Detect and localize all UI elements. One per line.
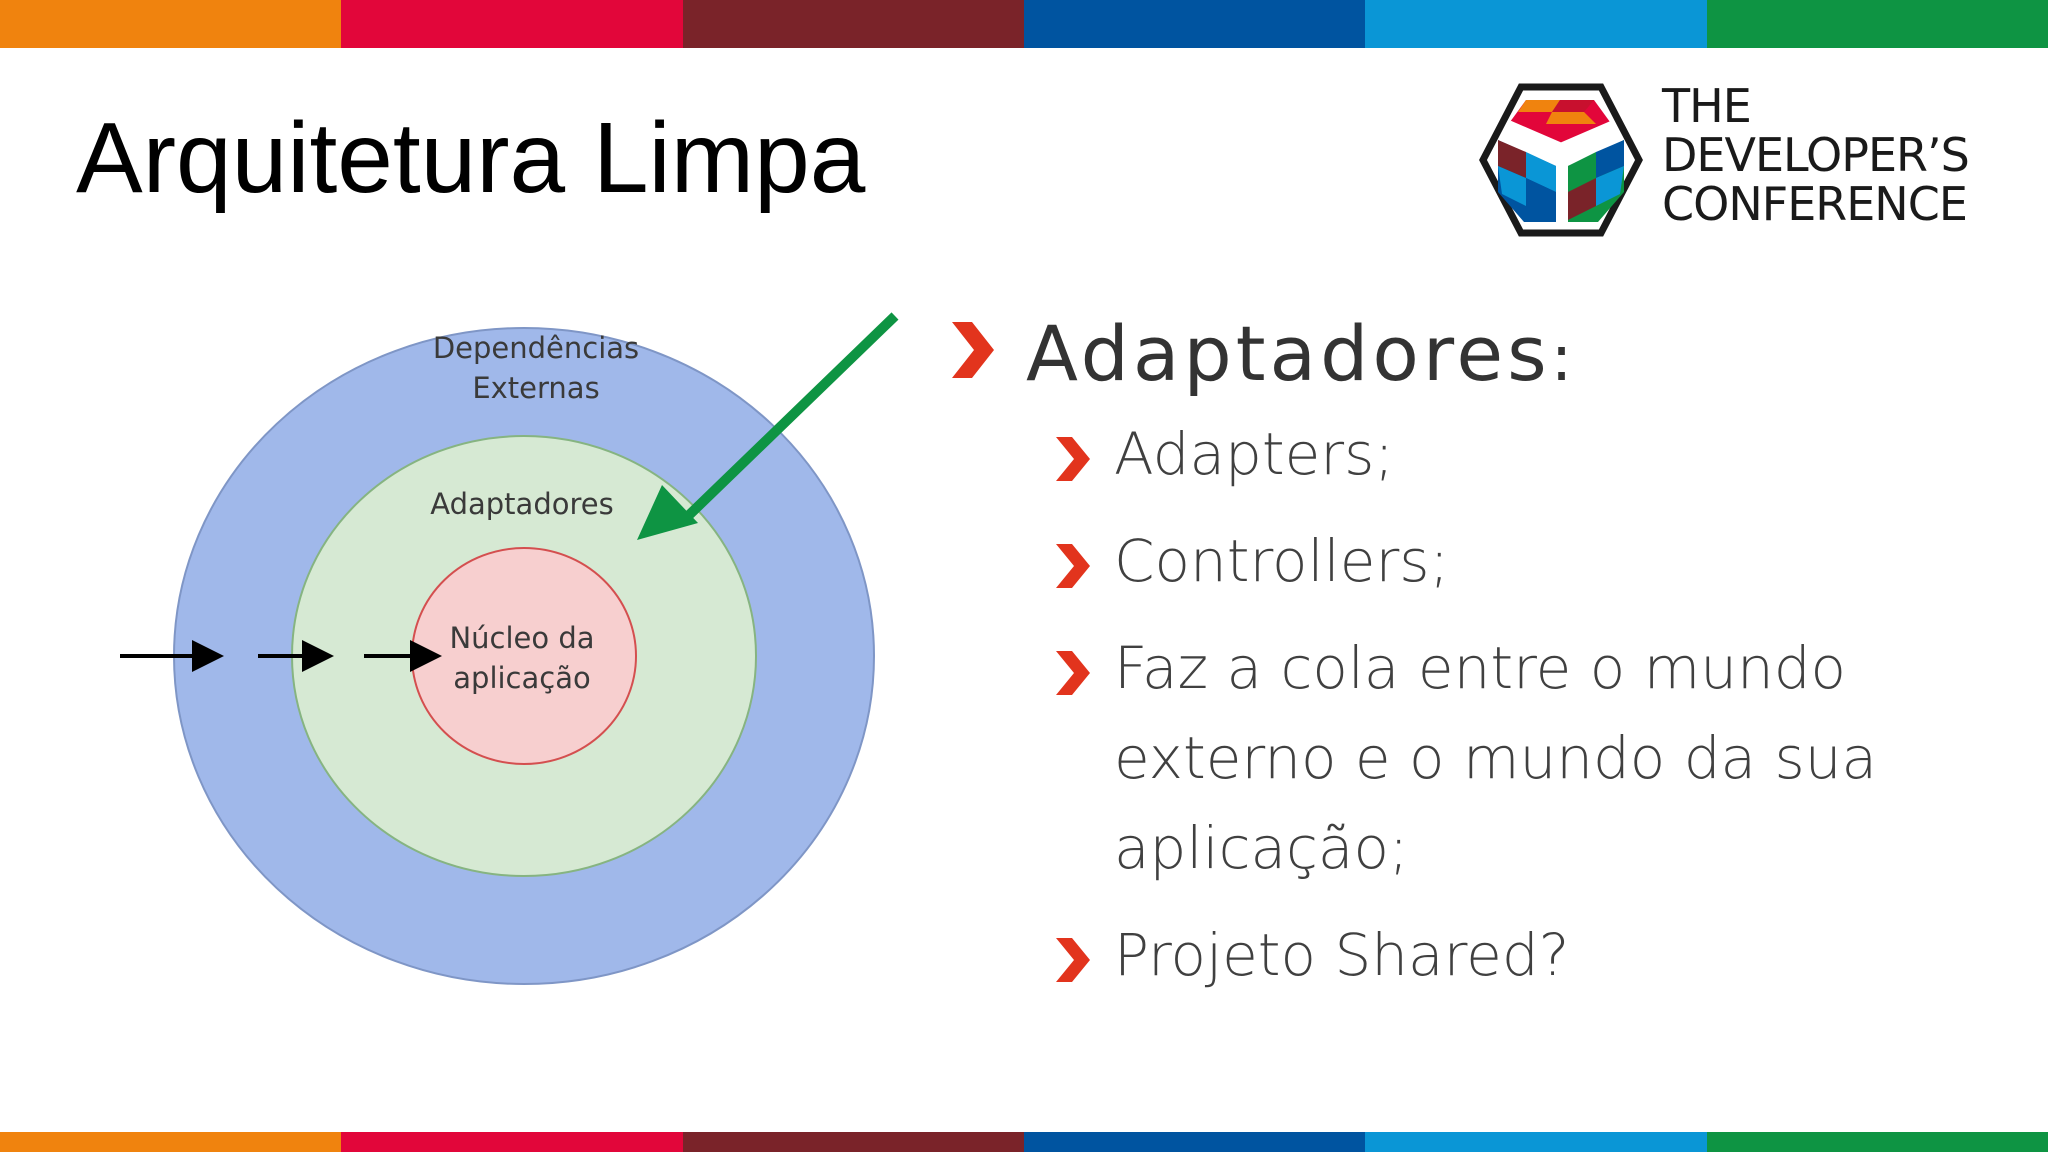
stripe-segment-blue bbox=[1023, 1132, 1366, 1152]
stripe-segment-red bbox=[341, 1132, 683, 1152]
list-item-text: Faz a cola entre o mundo externo e o mun… bbox=[1114, 634, 1878, 882]
outer-layer-label-line-2: Externas bbox=[472, 371, 599, 405]
rubik-cube-icon bbox=[1479, 83, 1643, 237]
outer-layer-label-line-1: Dependências bbox=[433, 331, 639, 365]
chevron-right-icon bbox=[1056, 938, 1090, 982]
bottom-color-stripe bbox=[0, 1132, 2048, 1152]
conference-logo: THE DEVELOPER’S CONFERENCE bbox=[1476, 82, 1996, 242]
stripe-segment-orange bbox=[0, 1132, 342, 1152]
green-pointer-arrowhead bbox=[637, 485, 698, 540]
list-item-text: Adapters; bbox=[1114, 420, 1394, 488]
stripe-segment-orange bbox=[0, 0, 342, 48]
logo-line-2: DEVELOPER’S bbox=[1662, 128, 1970, 182]
list-item-text: Projeto Shared? bbox=[1114, 921, 1570, 989]
layers-diagram: Dependências Externas Adaptadores Núcleo… bbox=[120, 312, 899, 985]
list-item: Projeto Shared? bbox=[950, 910, 2010, 1000]
top-color-stripe bbox=[0, 0, 2048, 48]
stripe-segment-green bbox=[1706, 0, 2048, 48]
logo-line-3: CONFERENCE bbox=[1662, 177, 1968, 231]
bullet-list: Adaptadores: Adapters; Controllers; Faz … bbox=[950, 306, 2010, 1000]
section-heading: Adaptadores: bbox=[1026, 309, 1576, 398]
list-item: Controllers; bbox=[950, 516, 2010, 606]
bullet-heading: Adaptadores: bbox=[950, 306, 2010, 407]
chevron-right-icon bbox=[1056, 651, 1090, 695]
adapters-layer-label: Adaptadores bbox=[430, 487, 613, 521]
section-heading-colon: : bbox=[1550, 322, 1577, 396]
green-pointer-arrow-shaft bbox=[682, 312, 899, 522]
stripe-segment-blue bbox=[1023, 0, 1366, 48]
stripe-segment-maroon bbox=[682, 1132, 1024, 1152]
list-item: Faz a cola entre o mundo externo e o mun… bbox=[950, 623, 2010, 893]
chevron-right-icon bbox=[1056, 544, 1090, 588]
section-heading-text: Adaptadores bbox=[1026, 309, 1551, 398]
logo-line-1: THE bbox=[1662, 79, 1752, 133]
stripe-segment-light-blue bbox=[1365, 1132, 1707, 1152]
stripe-segment-red bbox=[341, 0, 683, 48]
chevron-right-icon bbox=[952, 322, 994, 378]
list-item: Adapters; bbox=[950, 409, 2010, 499]
stripe-segment-light-blue bbox=[1365, 0, 1707, 48]
core-label-line-1: Núcleo da bbox=[449, 621, 594, 655]
core-layer-circle bbox=[411, 547, 637, 765]
chevron-right-icon bbox=[1056, 437, 1090, 481]
core-label-line-2: aplicação bbox=[453, 661, 590, 695]
slide-title: Arquitetura Limpa bbox=[76, 102, 866, 214]
stripe-segment-green bbox=[1706, 1132, 2048, 1152]
list-item-text: Controllers; bbox=[1114, 527, 1450, 595]
stripe-segment-maroon bbox=[682, 0, 1024, 48]
